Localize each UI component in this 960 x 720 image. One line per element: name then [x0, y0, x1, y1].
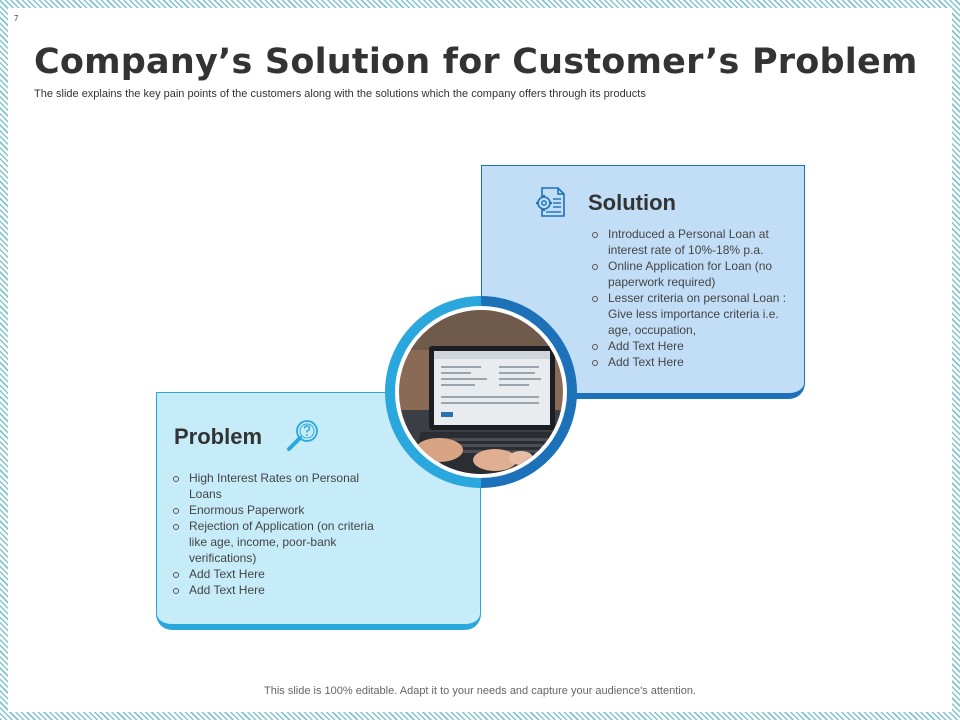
footer-note: This slide is 100% editable. Adapt it to… [264, 685, 696, 697]
list-item: Online Application for Loan (no paperwor… [590, 258, 790, 290]
list-item: Introduced a Personal Loan at interest r… [590, 226, 790, 258]
solution-list: Introduced a Personal Loan at interest r… [590, 226, 790, 370]
problem-heading: Problem [174, 424, 263, 449]
list-item: Add Text Here [590, 338, 790, 354]
solution-heading: Solution [588, 190, 676, 215]
list-item: Add Text Here [171, 582, 376, 598]
slide: 7 Company’s Solution for Customer’s Prob… [8, 8, 952, 712]
list-item: Add Text Here [590, 354, 790, 370]
slide-title: Company’s Solution for Customer’s Proble… [34, 42, 918, 82]
magnifier-question-icon [283, 417, 323, 462]
laptop-photo [399, 310, 563, 474]
list-item: Rejection of Application (on criteria li… [171, 518, 376, 566]
page-number: 7 [14, 14, 19, 23]
list-item: Add Text Here [171, 566, 376, 582]
list-item: Lesser criteria on personal Loan : Give … [590, 290, 790, 338]
document-gear-icon [532, 184, 568, 225]
slide-subtitle: The slide explains the key pain points o… [34, 88, 646, 100]
laptop-photo-circle [385, 296, 577, 488]
list-item: High Interest Rates on Personal Loans [171, 470, 376, 502]
problem-list: High Interest Rates on Personal Loans En… [171, 470, 376, 598]
list-item: Enormous Paperwork [171, 502, 376, 518]
